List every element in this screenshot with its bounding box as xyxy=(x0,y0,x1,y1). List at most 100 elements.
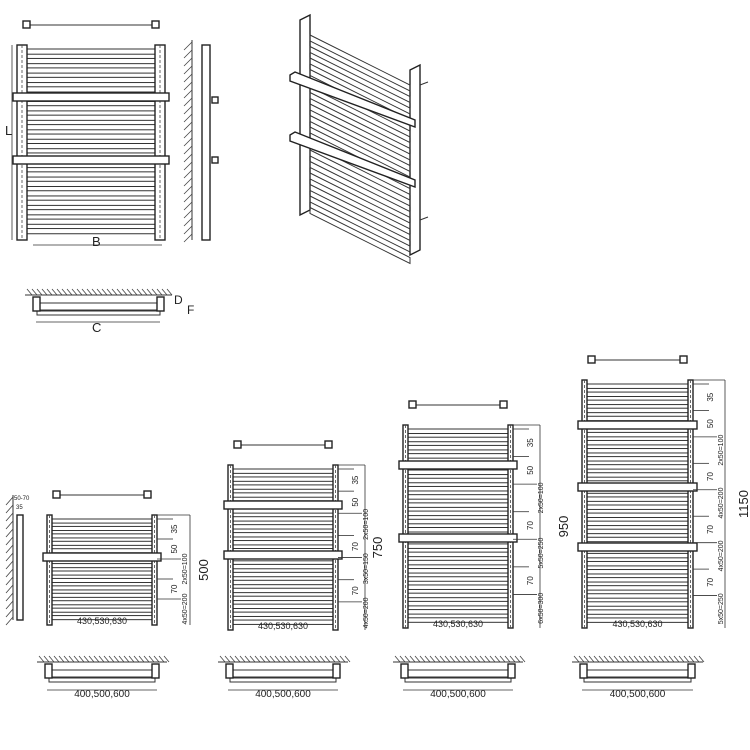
rung xyxy=(51,585,153,591)
spacing-label: 50 xyxy=(526,465,535,474)
persp-left-rail xyxy=(299,13,311,217)
rung xyxy=(51,600,153,606)
wall-hatch xyxy=(668,655,675,663)
wall-hatch xyxy=(429,655,436,663)
wall-hatch xyxy=(244,655,251,663)
wall-hatch xyxy=(5,536,14,546)
wall-hatch xyxy=(593,655,600,663)
wall-hatch xyxy=(183,161,193,171)
rung xyxy=(26,199,156,206)
wall-hatch xyxy=(183,57,193,67)
side-gap-label: 50-70 xyxy=(14,496,30,502)
towel-bar-plan xyxy=(229,677,337,683)
wall-hatch xyxy=(469,655,476,663)
wall-hatch xyxy=(509,655,516,663)
rail-bracket xyxy=(499,400,508,409)
wall-hatch xyxy=(183,73,193,83)
wall-hatch xyxy=(183,153,193,163)
persp-rung xyxy=(309,91,411,150)
wall-hatch xyxy=(123,655,130,663)
spacing-label: 35 xyxy=(170,524,179,533)
spacing-label: 4x50=200 xyxy=(718,487,725,518)
spacing-label: 70 xyxy=(526,576,535,585)
rung xyxy=(51,518,153,524)
wall-hatch xyxy=(628,655,635,663)
rung xyxy=(586,456,689,462)
wall-hatch xyxy=(183,201,193,211)
rung xyxy=(586,528,689,535)
spacing-label: 50 xyxy=(170,544,179,553)
side-offset-label: 35 xyxy=(16,505,23,511)
spacing-label: 2x50=100 xyxy=(538,482,545,513)
rung xyxy=(26,228,156,235)
persp-rung xyxy=(309,34,411,92)
wall-hatch xyxy=(146,288,153,296)
wall-hatch xyxy=(5,568,14,578)
wall-hatch xyxy=(183,177,193,187)
spacing-label: 70 xyxy=(170,584,179,593)
wall-hatch xyxy=(71,288,78,296)
wall-hatch xyxy=(73,655,80,663)
rung xyxy=(407,600,509,607)
spacing-label: 70 xyxy=(526,521,535,530)
wall-hatch xyxy=(449,655,456,663)
persp-rung xyxy=(309,149,411,207)
wall-hatch xyxy=(264,655,271,663)
wall-hatch xyxy=(219,655,226,663)
wall-hatch xyxy=(5,504,14,514)
rung xyxy=(407,428,509,435)
rung xyxy=(586,577,689,583)
width-label: 430,530,630 xyxy=(433,619,483,629)
rung xyxy=(407,559,509,566)
rung xyxy=(26,114,156,121)
towel-bar-plan xyxy=(36,310,161,316)
towel-bar xyxy=(42,552,162,562)
wall-hatch xyxy=(183,193,193,203)
wall-hatch xyxy=(269,655,276,663)
wall-hatch xyxy=(653,655,660,663)
model-side-view xyxy=(5,495,24,626)
wall-hatch xyxy=(284,655,291,663)
spacing-label: 5x50=250 xyxy=(718,593,725,624)
wall-hatch xyxy=(299,655,306,663)
spacing-label: 4x50=200 xyxy=(363,597,370,628)
wall-hatch xyxy=(128,655,135,663)
wall-hatch xyxy=(344,655,351,663)
wall-hatch xyxy=(274,655,281,663)
rung xyxy=(232,524,334,530)
spacing-label: 70 xyxy=(706,472,715,481)
wall-hatch xyxy=(183,65,193,75)
wall-hatch xyxy=(688,655,695,663)
wall-hatch xyxy=(254,655,261,663)
persp-bracket xyxy=(419,216,429,221)
spacing-label: 50 xyxy=(351,497,360,506)
wall-hatch xyxy=(643,655,650,663)
schematic-plan-view xyxy=(25,288,173,323)
spacing-label: 70 xyxy=(351,586,360,595)
rung xyxy=(51,570,153,576)
wall-hatch xyxy=(693,655,700,663)
wall-hatch xyxy=(183,209,193,219)
wall-hatch xyxy=(514,655,521,663)
towel-bar xyxy=(12,155,170,165)
rung xyxy=(26,67,156,74)
centers-label: 400,500,600 xyxy=(430,689,486,700)
rail-bracket xyxy=(52,490,61,499)
centers-label: 400,500,600 xyxy=(610,689,666,700)
width-label: 430,530,630 xyxy=(612,619,662,629)
spacing-label: 50 xyxy=(706,419,715,428)
wall-hatch xyxy=(698,655,705,663)
wall-hatch xyxy=(61,288,68,296)
wall-hatch xyxy=(106,288,113,296)
wall-hatch xyxy=(183,225,193,235)
wall-hatch xyxy=(314,655,321,663)
wall-bracket xyxy=(32,296,41,312)
wall-hatch xyxy=(583,655,590,663)
wall-hatch xyxy=(279,655,286,663)
wall-hatch xyxy=(5,512,14,522)
rung xyxy=(586,601,689,607)
wall-hatch xyxy=(183,217,193,227)
persp-towel-bar xyxy=(289,71,416,129)
rung xyxy=(407,584,509,590)
